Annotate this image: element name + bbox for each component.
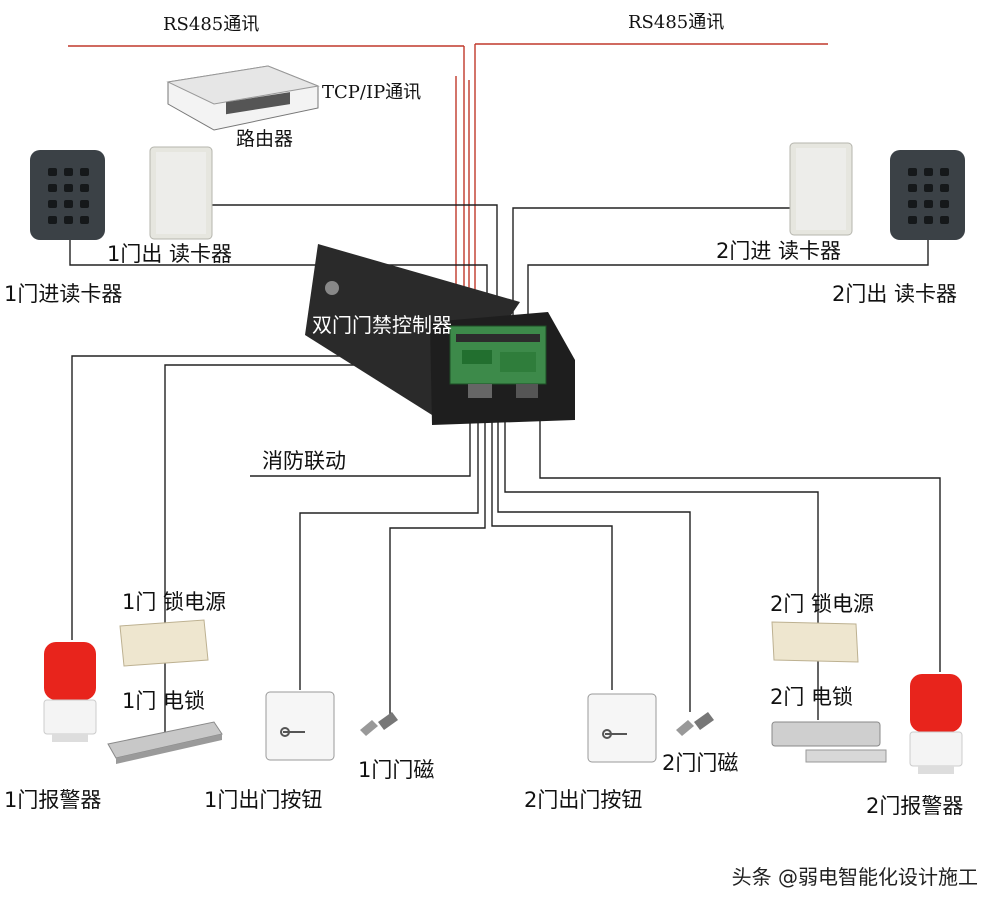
door2-lock-label: 2门 电锁 [770, 685, 854, 709]
door1-magnet-device [360, 712, 398, 736]
router-device [166, 65, 320, 131]
fire-link-label: 消防联动 [262, 449, 346, 473]
door2-alarm-label: 2门报警器 [866, 794, 964, 818]
door2-magnet-label: 2门门磁 [662, 751, 739, 775]
door2-exit-button-label: 2门出门按钮 [524, 788, 643, 812]
door1-out-reader-label: 1门出 读卡器 [107, 242, 233, 266]
door1-in-reader-device [30, 150, 105, 240]
controller-label: 双门门禁控制器 [312, 313, 452, 337]
door2-exit-button-device [587, 693, 657, 763]
router-label: 路由器 [236, 128, 294, 150]
rs485-left-label: RS485通讯 [163, 14, 260, 35]
watermark: 头条 @弱电智能化设计施工 [731, 865, 978, 889]
controller-box [305, 244, 575, 425]
door2-out-reader-device [890, 150, 965, 240]
tcpip-label: TCP/IP通讯 [322, 82, 422, 103]
door1-electric-lock-device [107, 721, 223, 764]
door2-out-reader-label: 2门出 读卡器 [832, 282, 958, 306]
door1-magnet-label: 1门门磁 [358, 758, 435, 782]
door2-lock-power-device [771, 621, 859, 663]
door2-magnet-device [676, 712, 714, 736]
door1-alarm-device [43, 642, 97, 742]
door1-in-reader-label: 1门进读卡器 [4, 282, 123, 306]
door1-exit-button-device [265, 691, 335, 761]
door2-in-reader-device [789, 142, 853, 236]
door2-lock-power-label: 2门 锁电源 [770, 592, 875, 616]
rs485-wires [68, 43, 828, 318]
signal-wires [69, 204, 941, 738]
door1-alarm-label: 1门报警器 [4, 788, 102, 812]
door1-lock-power-device [119, 619, 209, 667]
door1-lock-label: 1门 电锁 [122, 689, 206, 713]
door2-alarm-device [909, 674, 963, 774]
door2-magnetic-lock-device [771, 721, 887, 763]
door1-lock-power-label: 1门 锁电源 [122, 590, 227, 614]
door1-out-reader-device [149, 146, 213, 240]
door1-exit-button-label: 1门出门按钮 [204, 788, 323, 812]
door2-in-reader-label: 2门进 读卡器 [716, 239, 842, 263]
rs485-right-label: RS485通讯 [628, 12, 725, 33]
